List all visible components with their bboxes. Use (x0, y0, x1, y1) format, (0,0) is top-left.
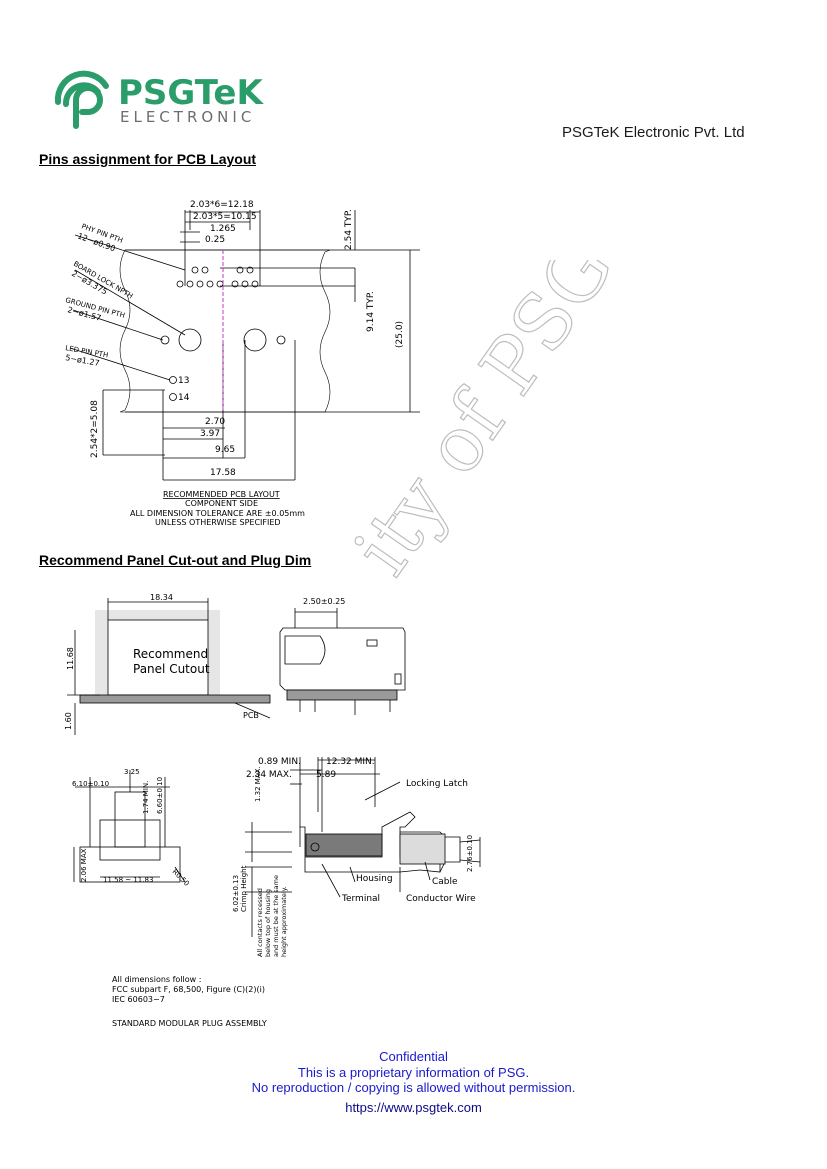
plug-housing: Housing (356, 874, 393, 884)
panel-cutout-drawing: 18.34 11.68 1.60 Recommend Panel Cutout … (64, 593, 406, 735)
pcb-dim-b2: 3.97 (200, 429, 220, 439)
plug-dim-1: 3.25 (124, 768, 140, 776)
watermark: ity of PSG (336, 260, 630, 591)
panel-side-dim: 2.50±0.25 (303, 597, 345, 606)
plug-note-1: All dimensions follow : (112, 975, 201, 984)
panel-pcb-thickness: 1.60 (64, 712, 73, 730)
pcb-note-2: COMPONENT SIDE (185, 499, 258, 508)
pcb-dim-top2: 2.03*5=10.15 (193, 212, 257, 222)
company-name: PSGTeK Electronic Pvt. Ltd (562, 124, 745, 141)
modular-plug-drawing: 3.25 6.10±0.10 1.74 MIN. 6.60±0.10 2.06 … (72, 757, 481, 1028)
plug-recess-note-1: All contacts recessed (256, 888, 264, 957)
panel-label-1: Recommend (133, 647, 208, 661)
plug-side-dim-1: 0.89 MIN. (258, 757, 301, 767)
plug-side-dim-4: 5.89 (316, 770, 336, 780)
plug-dim-3: 1.74 MIN. (142, 781, 150, 814)
footer-confidential: Confidential (379, 1049, 448, 1064)
plug-locking-latch: Locking Latch (406, 779, 468, 789)
plug-crimp-label: Crimp Height (240, 865, 248, 912)
psgtek-logo: PSGTeK ELECTRONIC (54, 70, 264, 129)
footer-no-reproduction: No reproduction / copying is allowed wit… (251, 1080, 576, 1095)
plug-conductor-wire: Conductor Wire (406, 894, 476, 904)
plug-terminal: Terminal (341, 894, 380, 904)
plug-recess-note-3: and must be at the same (272, 875, 280, 957)
footer-website-link[interactable]: https://www.psgtek.com (345, 1100, 482, 1115)
plug-recess-note-4: height approximately. (280, 886, 288, 957)
plug-side-dim-7: 2.76±0.10 (466, 835, 474, 872)
pcb-note-4: UNLESS OTHERWISE SPECIFIED (155, 518, 281, 527)
pcb-dim-b3: 9.65 (215, 445, 235, 455)
panel-pcb-label: PCB (243, 711, 259, 720)
pcb-dim-right2: 9.14 TYP. (366, 291, 376, 332)
footer-proprietary: This is a proprietary information of PSG… (297, 1065, 530, 1080)
plug-note-4: STANDARD MODULAR PLUG ASSEMBLY (112, 1019, 267, 1028)
plug-dim-2: 6.10±0.10 (72, 780, 109, 788)
plug-recess-note-2: below top of housing (264, 889, 272, 957)
logo-subtitle: ELECTRONIC (120, 108, 255, 126)
pcb-note-1: RECOMMENDED PCB LAYOUT (163, 490, 280, 499)
section-title-panel: Recommend Panel Cut-out and Plug Dim (39, 552, 312, 568)
pcb-dim-b4: 17.58 (210, 468, 236, 478)
section-title-pcb: Pins assignment for PCB Layout (39, 151, 257, 167)
plug-dim-5: 2.06 MAX (80, 848, 88, 882)
plug-side-dim-5: 1.32 MAX. (254, 766, 262, 802)
plug-dim-7: R0.50 (171, 868, 191, 888)
pcb-pin-14: 14 (178, 393, 190, 403)
panel-label-2: Panel Cutout (133, 662, 210, 676)
panel-height: 11.68 (66, 647, 75, 670)
pcb-layout-drawing: 2.03*6=12.18 2.03*5=10.15 1.265 0.25 2.5… (64, 200, 420, 527)
plug-note-3: IEC 60603−7 (112, 995, 165, 1004)
pcb-dim-b1: 2.70 (205, 417, 225, 427)
pcb-dim-top3: 1.265 (210, 224, 236, 234)
pcb-pin-13: 13 (178, 376, 189, 386)
logo-name: PSGTeK (118, 73, 264, 113)
plug-note-2: FCC subpart F, 68,500, Figure (C)(2)(i) (112, 985, 265, 994)
pcb-dim-right3: (25.0) (395, 321, 405, 348)
panel-width: 18.34 (150, 593, 173, 602)
pcb-dim-top1: 2.03*6=12.18 (190, 200, 254, 210)
pcb-note-3: ALL DIMENSION TOLERANCE ARE ±0.05mm (130, 509, 305, 518)
plug-cable: Cable (432, 877, 458, 887)
plug-dim-4: 6.60±0.10 (156, 777, 164, 814)
pcb-dim-left: 2.54*2=5.08 (90, 400, 100, 458)
plug-side-dim-3: 2.34 MAX. (246, 770, 292, 780)
plug-side-dim-2: 12.32 MIN. (326, 757, 375, 767)
plug-dim-6: 11.58 ~ 11.83 (103, 876, 153, 884)
pcb-dim-top4: 0.25 (205, 235, 225, 245)
pcb-dim-right1: 2.54 TYP. (344, 209, 354, 250)
plug-crimp-dim: 6.02±0.13 (232, 875, 240, 912)
